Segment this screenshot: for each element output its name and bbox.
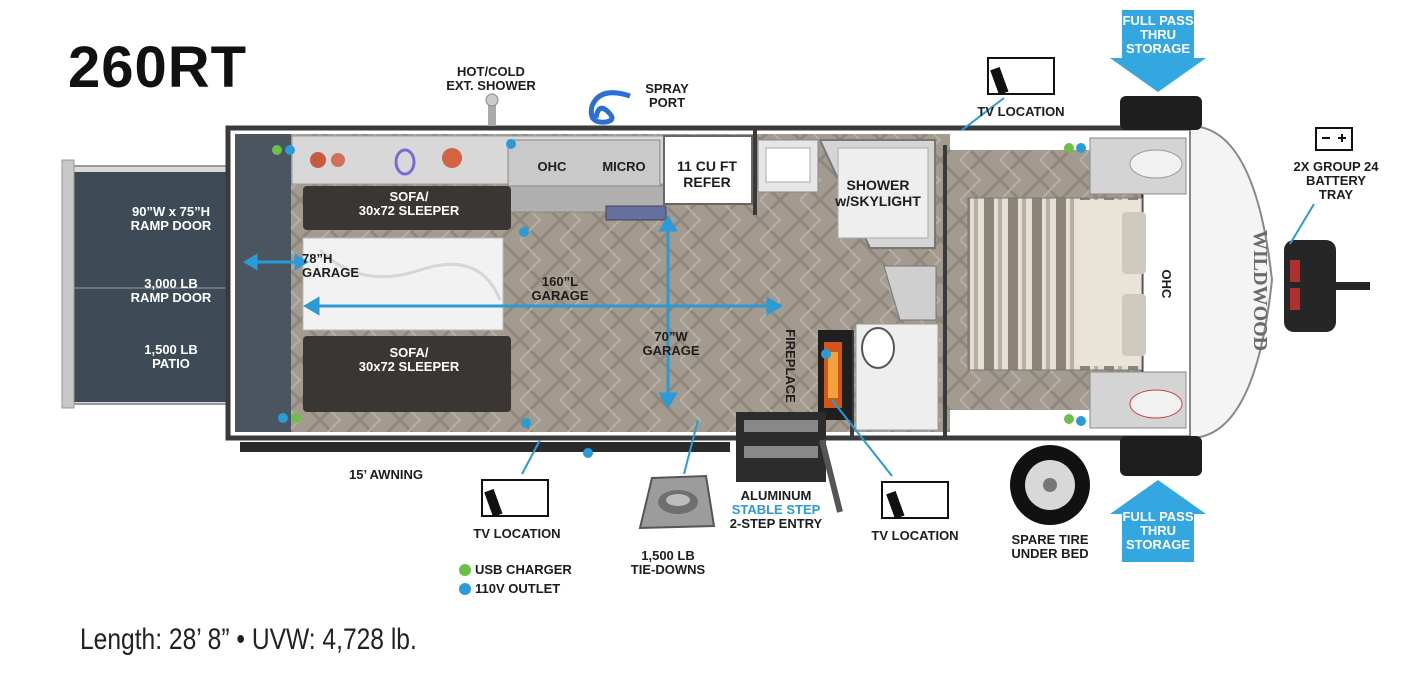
garage-table <box>302 237 504 331</box>
usb-charger-legend: USB CHARGER <box>475 562 572 577</box>
tv-location-bottom-left-label: TV LOCATION <box>473 526 561 541</box>
sofa-bottom <box>303 336 511 412</box>
specs-line: Length: 28’ 8” • UVW: 4,728 lb. <box>80 623 417 656</box>
ohc-kitchen-label: OHC <box>537 159 567 174</box>
fireplace-label: FIREPLACE <box>783 329 798 403</box>
ramp-door <box>61 159 231 409</box>
model-name: 260RT <box>68 35 248 100</box>
stable-step-label: ALUMINUM STABLE STEP 2-STEP ENTRY <box>718 489 834 531</box>
sofa-top <box>303 186 511 230</box>
stable-step-brand: STABLE STEP <box>731 502 821 517</box>
callout-lines <box>521 97 1315 477</box>
storage-bay-top <box>1120 96 1202 130</box>
tv-location-top-label: TV LOCATION <box>977 104 1065 119</box>
micro-label: MICRO <box>602 159 646 174</box>
awning-bar <box>240 442 730 452</box>
outlet-dots <box>272 139 1086 458</box>
entry-step <box>736 412 843 513</box>
garage-arrows <box>243 215 783 409</box>
sofa-top-label: SOFA/30x72 SLEEPER <box>358 189 460 218</box>
storage-bay-bottom <box>1120 436 1202 476</box>
awning-label: 15’ AWNING <box>349 467 423 482</box>
bathroom <box>757 139 939 431</box>
sofa-bottom-label: SOFA/30x72 SLEEPER <box>358 345 460 374</box>
hitch <box>1284 240 1370 332</box>
brand-logo: WILDWOOD <box>1249 230 1271 352</box>
tv-location-bottom-right-label: TV LOCATION <box>871 528 959 543</box>
bedroom-bed <box>967 137 1187 429</box>
kitchen-counter <box>291 135 753 221</box>
ohc-bedroom-label: OHC <box>1159 269 1174 299</box>
fireplace-unit <box>818 330 852 420</box>
outlet-legend: 110V OUTLET <box>475 581 561 596</box>
